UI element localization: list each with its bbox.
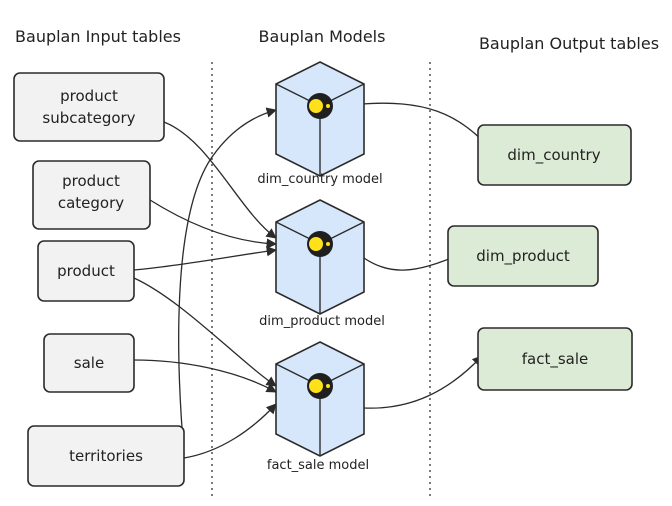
input-label: territories <box>69 447 143 465</box>
model-label-dim-country: dim_country model <box>257 172 382 187</box>
input-table-product[interactable]: product <box>37 240 135 302</box>
header-input-tables: Bauplan Input tables <box>15 27 181 46</box>
input-table-product-subcategory[interactable]: product subcategory <box>13 72 165 142</box>
input-table-product-category[interactable]: product category <box>32 160 151 230</box>
input-label-line1: product <box>62 172 120 190</box>
model-label-dim-product: dim_product model <box>259 314 385 329</box>
edge-dim-country-output <box>361 102 497 157</box>
edge-fact-sale-output <box>363 355 483 409</box>
header-models: Bauplan Models <box>259 27 386 46</box>
output-label: dim_product <box>476 247 570 266</box>
output-table-fact-sale[interactable]: fact_sale <box>477 327 633 391</box>
output-table-dim-product[interactable]: dim_product <box>447 225 599 287</box>
edge-sale-fact-sale <box>133 359 277 393</box>
input-label-line1: product <box>60 87 118 105</box>
bauplan-logo-icon <box>307 373 333 399</box>
edge-territories-dim-country <box>178 107 278 455</box>
output-table-dim-country[interactable]: dim_country <box>477 124 632 186</box>
input-label: product <box>57 262 115 280</box>
input-label-line2: subcategory <box>42 109 135 127</box>
edge-product-dim-product <box>133 246 278 271</box>
input-label: sale <box>74 354 104 372</box>
model-cube-fact-sale[interactable] <box>275 341 365 457</box>
header-output-tables: Bauplan Output tables <box>479 34 659 53</box>
output-label: fact_sale <box>522 350 589 369</box>
bauplan-logo-icon <box>307 93 333 119</box>
model-label-fact-sale: fact_sale model <box>267 458 369 473</box>
edge-product-fact-sale <box>133 277 277 387</box>
input-label-line2: category <box>58 194 124 212</box>
edge-subcategory-dim-product <box>163 121 277 239</box>
output-label: dim_country <box>507 146 600 165</box>
model-cube-dim-country[interactable] <box>275 61 365 177</box>
input-table-territories[interactable]: territories <box>27 425 185 487</box>
edge-territories-fact-sale <box>183 403 277 459</box>
input-table-sale[interactable]: sale <box>43 333 135 393</box>
bauplan-logo-icon <box>307 231 333 257</box>
edge-category-dim-product <box>149 199 278 249</box>
model-cube-dim-product[interactable] <box>275 199 365 315</box>
